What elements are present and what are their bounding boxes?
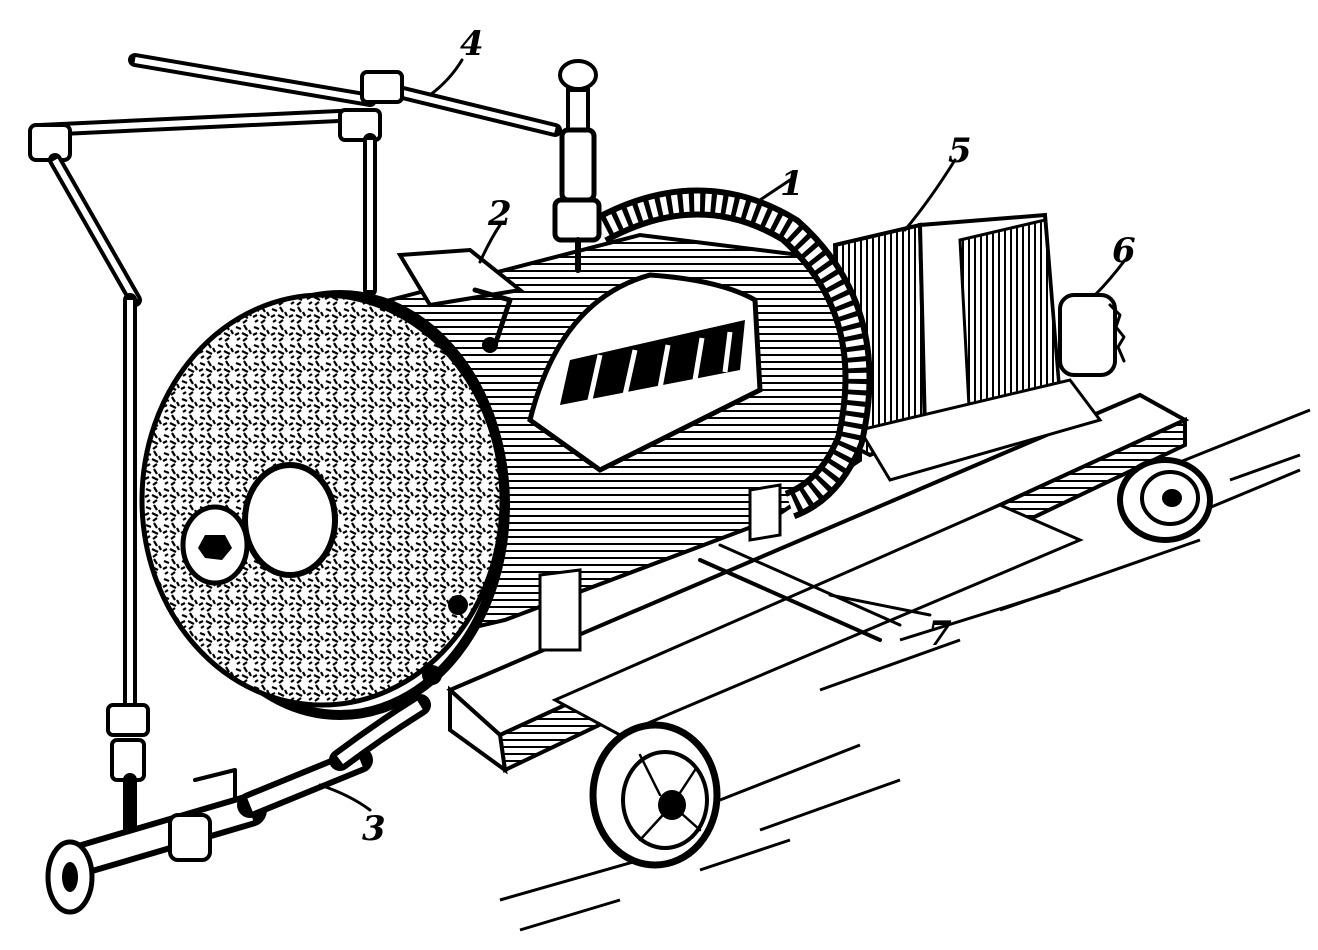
leader-lines [318,58,1127,812]
callout-6: 6 [1112,231,1136,271]
drum-window [527,272,763,473]
valve-stem [552,59,602,273]
callout-2: 2 [487,194,512,234]
motor-unit [832,212,1126,482]
carriage-frame [446,392,1190,775]
callout-3: 3 [362,809,386,849]
drum-lever [396,247,525,353]
rear-wheel [1117,457,1213,543]
ring-gear [592,187,873,520]
end-disc [139,290,510,720]
callout-7: 7 [928,614,952,654]
callout-5: 5 [948,131,972,171]
inlet-pipe [45,694,431,915]
callout-4: 4 [460,24,484,64]
callout-1: 1 [780,164,804,204]
front-wheel [589,721,721,869]
pipe-system [28,53,562,727]
